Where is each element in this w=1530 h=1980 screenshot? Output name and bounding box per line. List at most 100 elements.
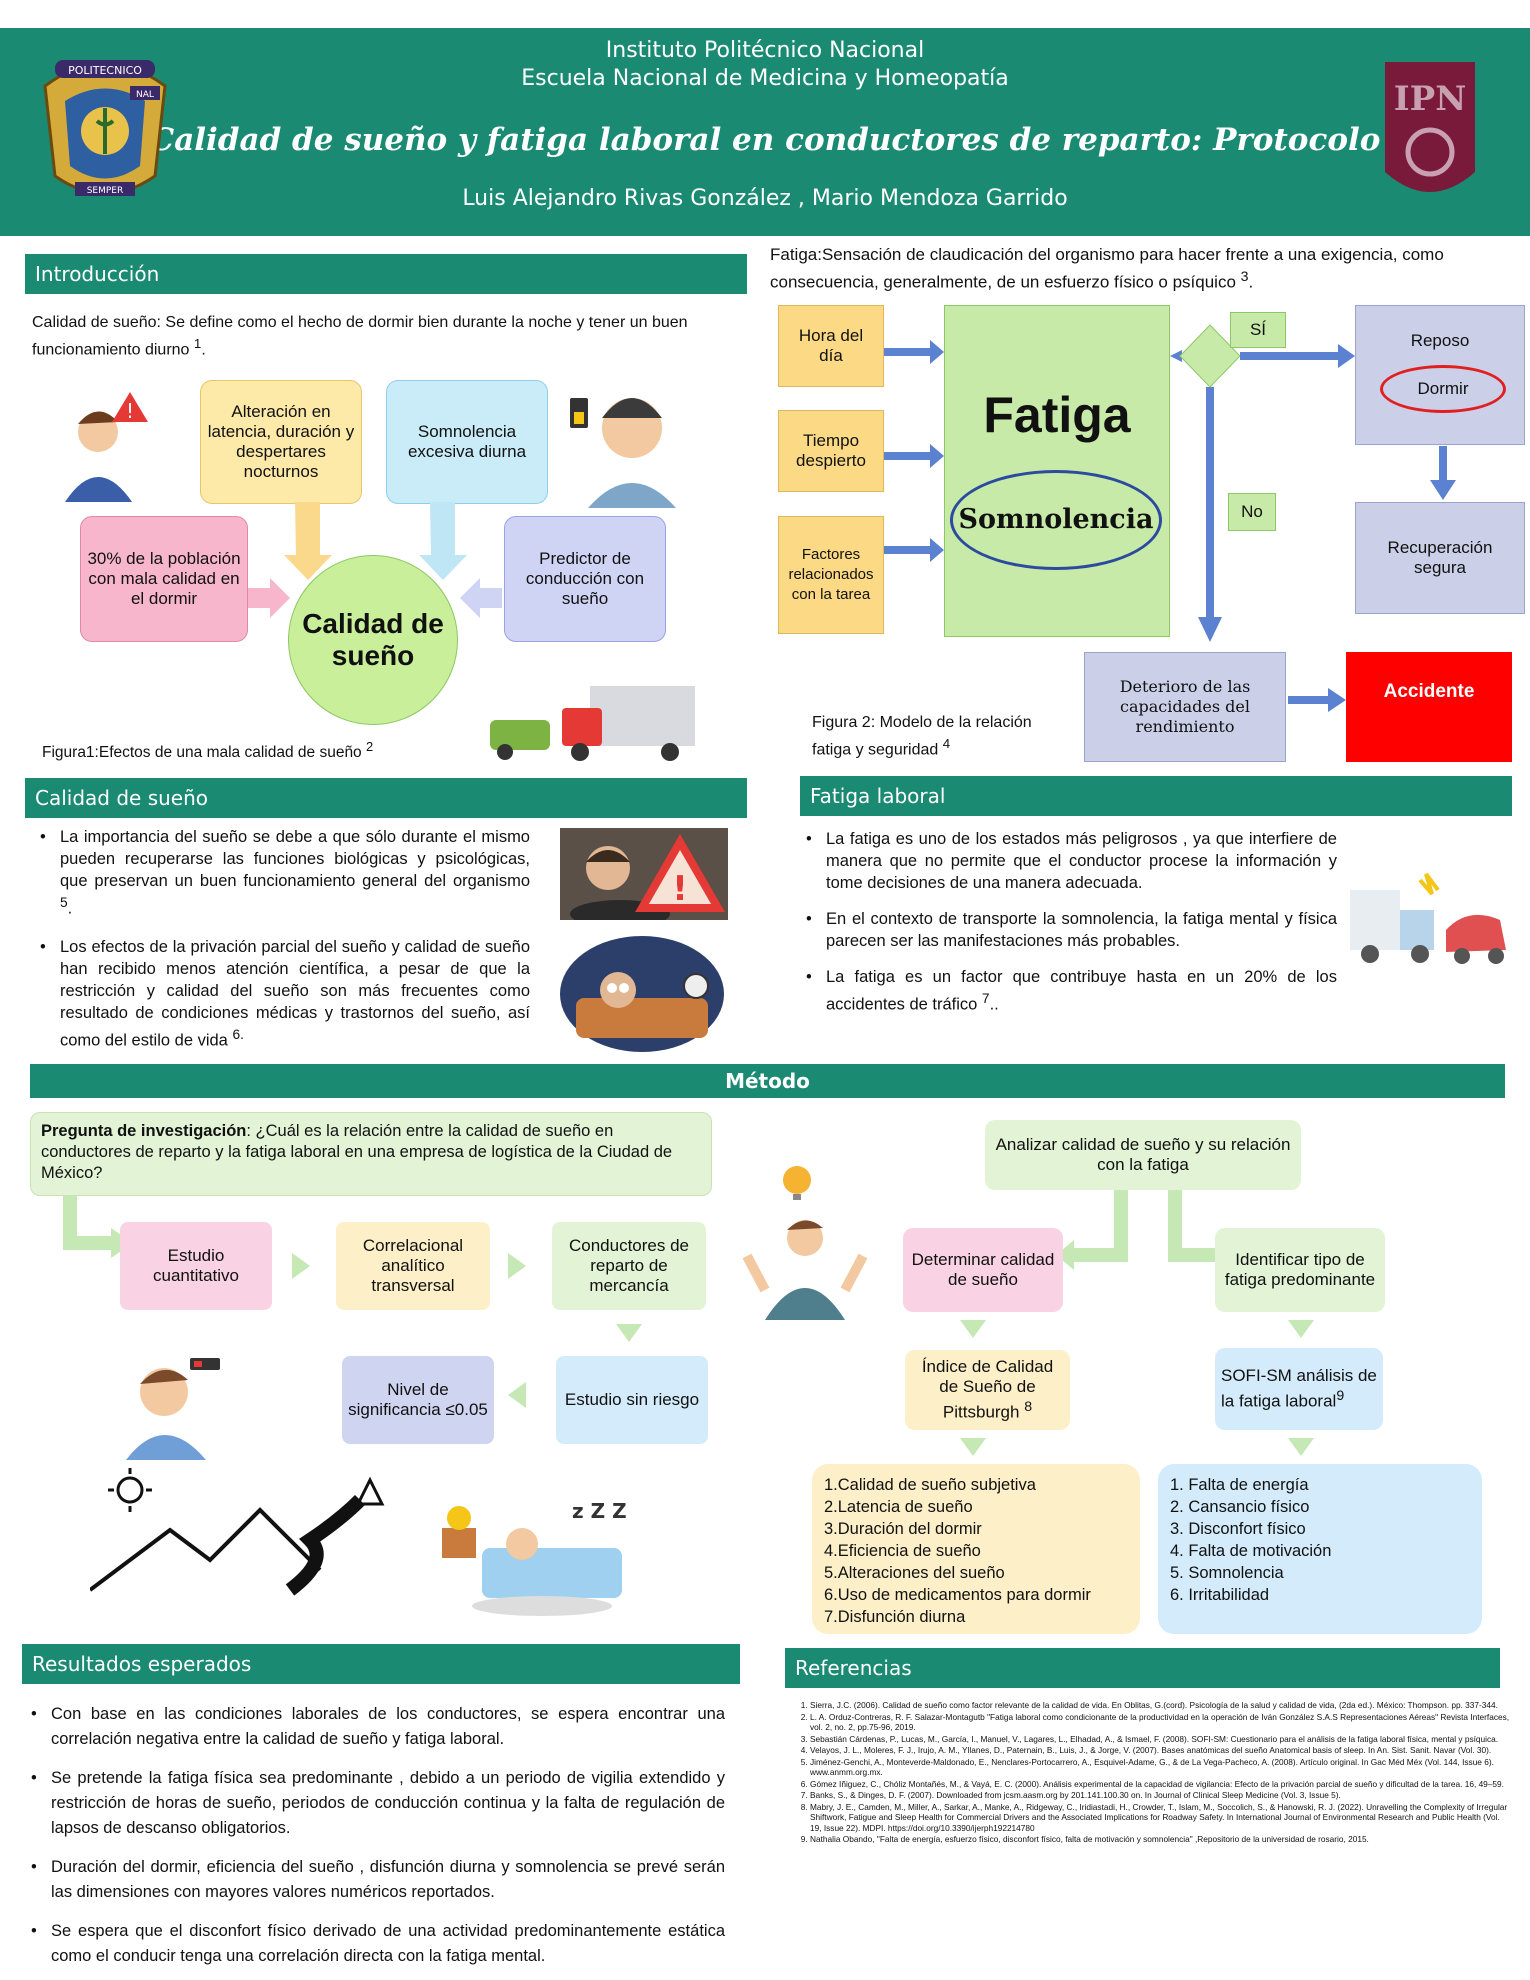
logo-text-side: NAL xyxy=(136,90,154,100)
psqi-text: Índice de Calidad de Sueño de Pittsburgh xyxy=(921,1357,1054,1422)
idea-person-icon xyxy=(742,1166,868,1320)
fatigue-label: Fatiga xyxy=(983,387,1131,443)
ipn-logo-text: IPN xyxy=(1394,79,1467,119)
sleep-quality-definition: Calidad de sueño: Se define como el hech… xyxy=(32,314,688,359)
reference-item: Mabry, J. E., Camden, M., Miller, A., Sa… xyxy=(810,1802,1511,1834)
reference-item: Velayos, J. L., Moleres, F. J., Irujo, A… xyxy=(810,1745,1511,1756)
psqi-component-item: 3.Duración del dormir xyxy=(824,1520,982,1538)
figure1-caption: Figura1:Efectos de una mala calidad de s… xyxy=(42,736,462,763)
authors: Luis Alejandro Rivas González , Mario Me… xyxy=(462,186,1068,211)
rest-label: Reposo xyxy=(1410,331,1470,350)
figure2-decision-arrows xyxy=(1170,324,1355,642)
sleep-quality-bullet-1: La importancia del sueño se debe a que s… xyxy=(34,826,530,920)
sofi-text: SOFI-SM análisis de la fatiga laboral xyxy=(1221,1366,1377,1411)
figure2-input-arrows xyxy=(884,340,944,562)
objective-box: Analizar calidad de sueño y su relación … xyxy=(985,1120,1301,1190)
zzz-text: z Z Z xyxy=(572,1499,627,1523)
question-text: : ¿Cuál es la relación entre la calidad … xyxy=(41,1122,673,1182)
decision-no-label: No xyxy=(1228,493,1276,531)
input-time-of-day: Hora del día xyxy=(778,305,884,387)
figure2-caption-ref: 4 xyxy=(942,736,951,751)
section-references-heading: Referencias xyxy=(785,1648,1500,1688)
step-drivers: Conductores de reparto de mercancía xyxy=(552,1222,706,1310)
logo-text-top: POLITECNICO xyxy=(68,64,142,77)
sleep-quality-bullet-2: Los efectos de la privación parcial del … xyxy=(34,936,530,1052)
work-fatigue-bullet-3: La fatiga es un factor que contribuye ha… xyxy=(800,966,1337,1016)
sofi-dimension-item: 4. Falta de motivación xyxy=(1170,1542,1332,1560)
sleep-quality-bullets: La importancia del sueño se debe a que s… xyxy=(34,826,530,1065)
decision-yes-label: SÍ xyxy=(1230,312,1286,348)
question-down-arrow xyxy=(63,1196,133,1258)
figure1-caption-text: Figura1:Efectos de una mala calidad de s… xyxy=(42,744,366,762)
sofi-ref: 9 xyxy=(1336,1388,1345,1405)
results-bullets: Con base en las condiciones laborales de… xyxy=(25,1702,725,1980)
psqi-component-item: 7.Disfunción diurna xyxy=(824,1608,966,1626)
bullet-text: La fatiga es uno de los estados más peli… xyxy=(826,830,1337,892)
school-name: Escuela Nacional de Medicina y Homeopatí… xyxy=(521,66,1009,91)
sofi-dimension-item: 2. Cansancio físico xyxy=(1170,1498,1310,1516)
references-list: Sierra, J.C. (2006). Calidad de sueño co… xyxy=(786,1700,1511,1846)
arrow-lilac xyxy=(460,578,502,618)
results-bullet: Se pretende la fatiga física sea predomi… xyxy=(25,1766,725,1841)
reference-item: Gómez Iñiguez, C., Chóliz Montañés, M., … xyxy=(810,1779,1511,1790)
effect-box-population: 30% de la población con mala calidad en … xyxy=(80,516,248,642)
psqi-component-item: 5.Alteraciones del sueño xyxy=(824,1564,1005,1582)
section-method-heading: Método xyxy=(30,1064,1505,1098)
safe-recovery-box: Recuperación segura xyxy=(1355,502,1525,614)
ipn-logo: IPN xyxy=(1385,62,1475,192)
figure2-caption: Figura 2: Modelo de la relación fatiga y… xyxy=(812,712,1062,760)
unam-shield-logo: POLITECNICO NAL SEMPER xyxy=(43,60,167,196)
insomnia-cartoon xyxy=(560,936,724,1052)
question-label: Pregunta de investigación xyxy=(41,1122,247,1140)
psqi-component-item: 1.Calidad de sueño subjetiva xyxy=(824,1476,1036,1494)
psqi-component-item: 2.Latencia de sueño xyxy=(824,1498,973,1516)
results-bullet: Se espera que el disconfort físico deriv… xyxy=(25,1919,725,1969)
fatigue-definition-text: Fatiga:Sensación de claudicación del org… xyxy=(770,245,1444,292)
accident-box: Accidente xyxy=(1346,652,1512,762)
logo-text-bottom: SEMPER xyxy=(87,186,124,196)
psqi-components-list: 1.Calidad de sueño subjetiva 2.Latencia d… xyxy=(812,1464,1140,1634)
sofi-box: SOFI-SM análisis de la fatiga laboral9 xyxy=(1215,1348,1383,1430)
step-quantitative: Estudio cuantitativo xyxy=(120,1222,272,1310)
sofi-dimension-item: 5. Somnolencia xyxy=(1170,1564,1284,1582)
bullet-text: Los efectos de la privación parcial del … xyxy=(60,937,530,1050)
figure1-arrows xyxy=(284,502,467,580)
effect-box-predictor: Predictor de conducción con sueño xyxy=(504,516,666,642)
fatigue-definition: Fatiga:Sensación de claudicación del org… xyxy=(770,245,1444,292)
reference-item: Sierra, J.C. (2006). Calidad de sueño co… xyxy=(810,1700,1511,1711)
work-fatigue-bullets: La fatiga es uno de los estados más peli… xyxy=(800,828,1337,1030)
svg-text:!: ! xyxy=(672,869,688,909)
sofi-dimension-item: 6. Irritabilidad xyxy=(1170,1586,1270,1604)
identify-fatigue-type-box: Identificar tipo de fatiga predominante xyxy=(1215,1228,1385,1312)
input-task-factors: Factores relacionados con la tarea xyxy=(778,516,884,634)
bullet-end: .. xyxy=(989,995,999,1014)
institute-name: Instituto Politécnico Nacional xyxy=(605,38,925,63)
truck-car-collision-icon xyxy=(1350,872,1506,964)
section-introduction-heading: Introducción xyxy=(25,254,747,294)
bullet-ref: 6. xyxy=(232,1026,244,1042)
work-fatigue-bullet-2: En el contexto de transporte la somnolen… xyxy=(800,908,1337,952)
psqi-ref: 8 xyxy=(1024,1399,1033,1416)
drowsy-driver-image: ! xyxy=(560,828,728,920)
section-work-fatigue-heading: Fatiga laboral xyxy=(800,776,1512,816)
work-fatigue-bullet-1: La fatiga es uno de los estados más peli… xyxy=(800,828,1337,894)
fatigue-definition-ref: 3 xyxy=(1240,269,1249,285)
results-bullet: Duración del dormir, eficiencia del sueñ… xyxy=(25,1855,725,1905)
bullet-ref: 7 xyxy=(981,991,990,1006)
reference-item: L. A. Orduz-Contreras, R. F. Salazar-Mon… xyxy=(810,1712,1511,1733)
truck-crash-icon xyxy=(490,686,695,761)
performance-deterioration-box: Deterioro de las capacidades del rendimi… xyxy=(1084,652,1286,762)
reference-item: Sebastián Cárdenas, P., Lucas, M., Garcí… xyxy=(810,1734,1511,1745)
research-question-box: Pregunta de investigación: ¿Cuál es la r… xyxy=(30,1112,712,1196)
step-significance: Nivel de significancia ≤0.05 xyxy=(342,1356,494,1444)
reference-item: Banks, S., & Dinges, D. F. (2007). Downl… xyxy=(810,1790,1511,1801)
step-no-risk: Estudio sin riesgo xyxy=(556,1356,708,1444)
poster-title: Calidad de sueño y fatiga laboral en con… xyxy=(149,122,1381,158)
sleeping-child-icon: z Z Z xyxy=(442,1499,627,1616)
section-results-heading: Resultados esperados xyxy=(22,1644,740,1684)
arrow-pink xyxy=(248,578,290,618)
svg-text:!: ! xyxy=(126,399,134,423)
sofi-dimension-item: 1. Falta de energía xyxy=(1170,1476,1309,1494)
mountain-road-icon xyxy=(90,1468,385,1596)
definition-ref: 1 xyxy=(193,336,202,351)
